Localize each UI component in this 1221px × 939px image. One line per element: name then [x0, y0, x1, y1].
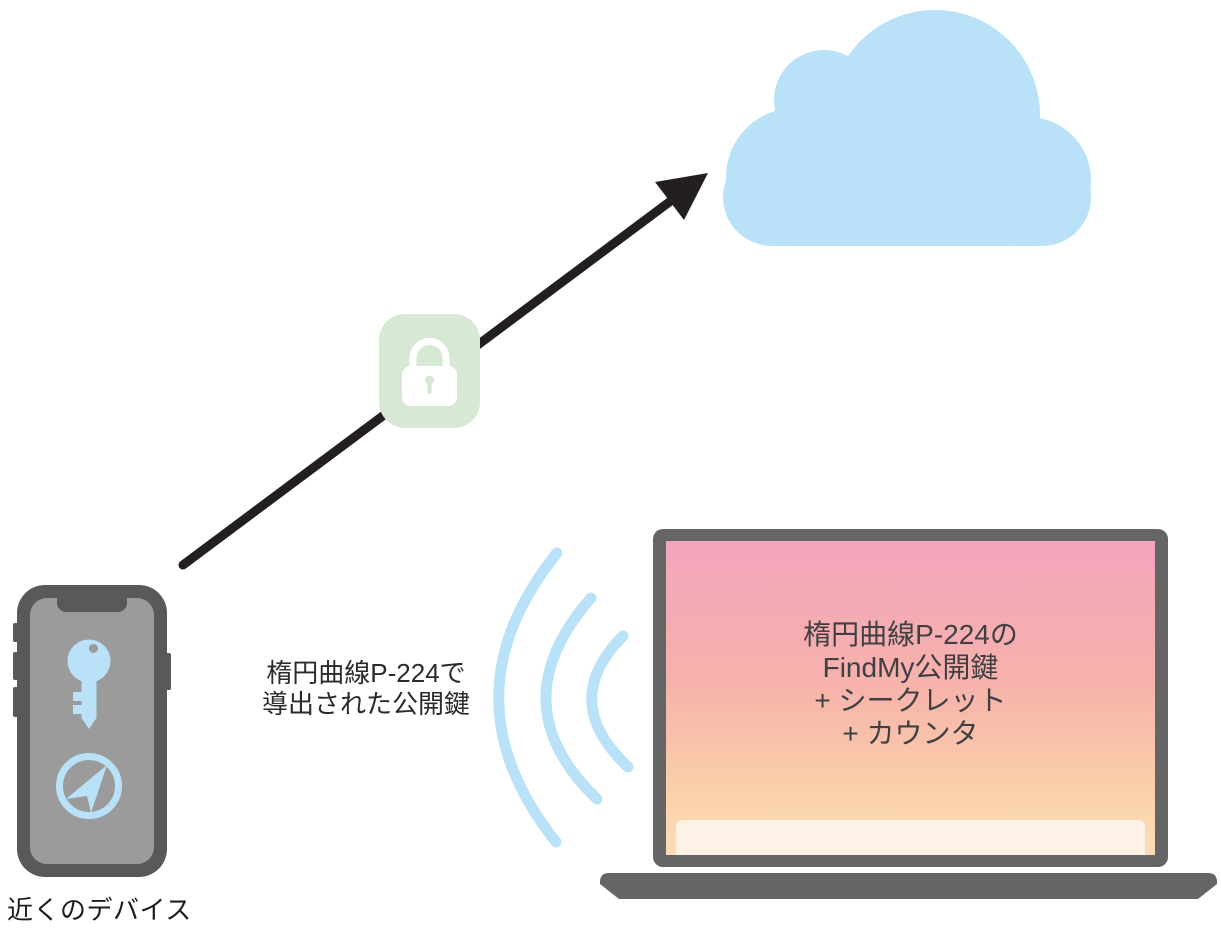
phone-notch: [57, 598, 127, 612]
laptop-dock-strip: [676, 820, 1145, 855]
laptop-screen-line2: FindMy公開鍵: [822, 652, 999, 683]
derived-key-label-line2: 導出された公開鍵: [261, 689, 470, 719]
lock-badge: [379, 314, 480, 428]
phone-screen-icons: [56, 639, 122, 819]
lock-icon: [402, 338, 457, 406]
phone-power-button: [166, 653, 171, 690]
phone-screen: [30, 598, 154, 864]
phone-volume-button: [13, 623, 18, 642]
phone-label: 近くのデバイス: [7, 895, 192, 925]
location-arrow-icon: [56, 753, 122, 819]
key-icon: [67, 639, 111, 729]
laptop-screen-line1: 楕円曲線P-224の: [803, 619, 1018, 650]
laptop-screen-line4: + カウンタ: [842, 718, 979, 749]
phone-volume-button: [13, 687, 18, 717]
laptop-screen-line3: + シークレット: [814, 685, 1007, 716]
laptop: 楕円曲線P-224の FindMy公開鍵 + シークレット + カウンタ: [653, 529, 1168, 867]
derived-key-label-line1: 楕円曲線P-224で: [266, 658, 466, 688]
laptop-screen: 楕円曲線P-224の FindMy公開鍵 + シークレット + カウンタ: [666, 541, 1155, 855]
derived-key-label: 楕円曲線P-224で 導出された公開鍵: [253, 658, 479, 720]
phone: [17, 585, 167, 877]
laptop-screen-text: 楕円曲線P-224の FindMy公開鍵 + シークレット + カウンタ: [666, 541, 1155, 750]
phone-volume-button: [13, 652, 18, 680]
